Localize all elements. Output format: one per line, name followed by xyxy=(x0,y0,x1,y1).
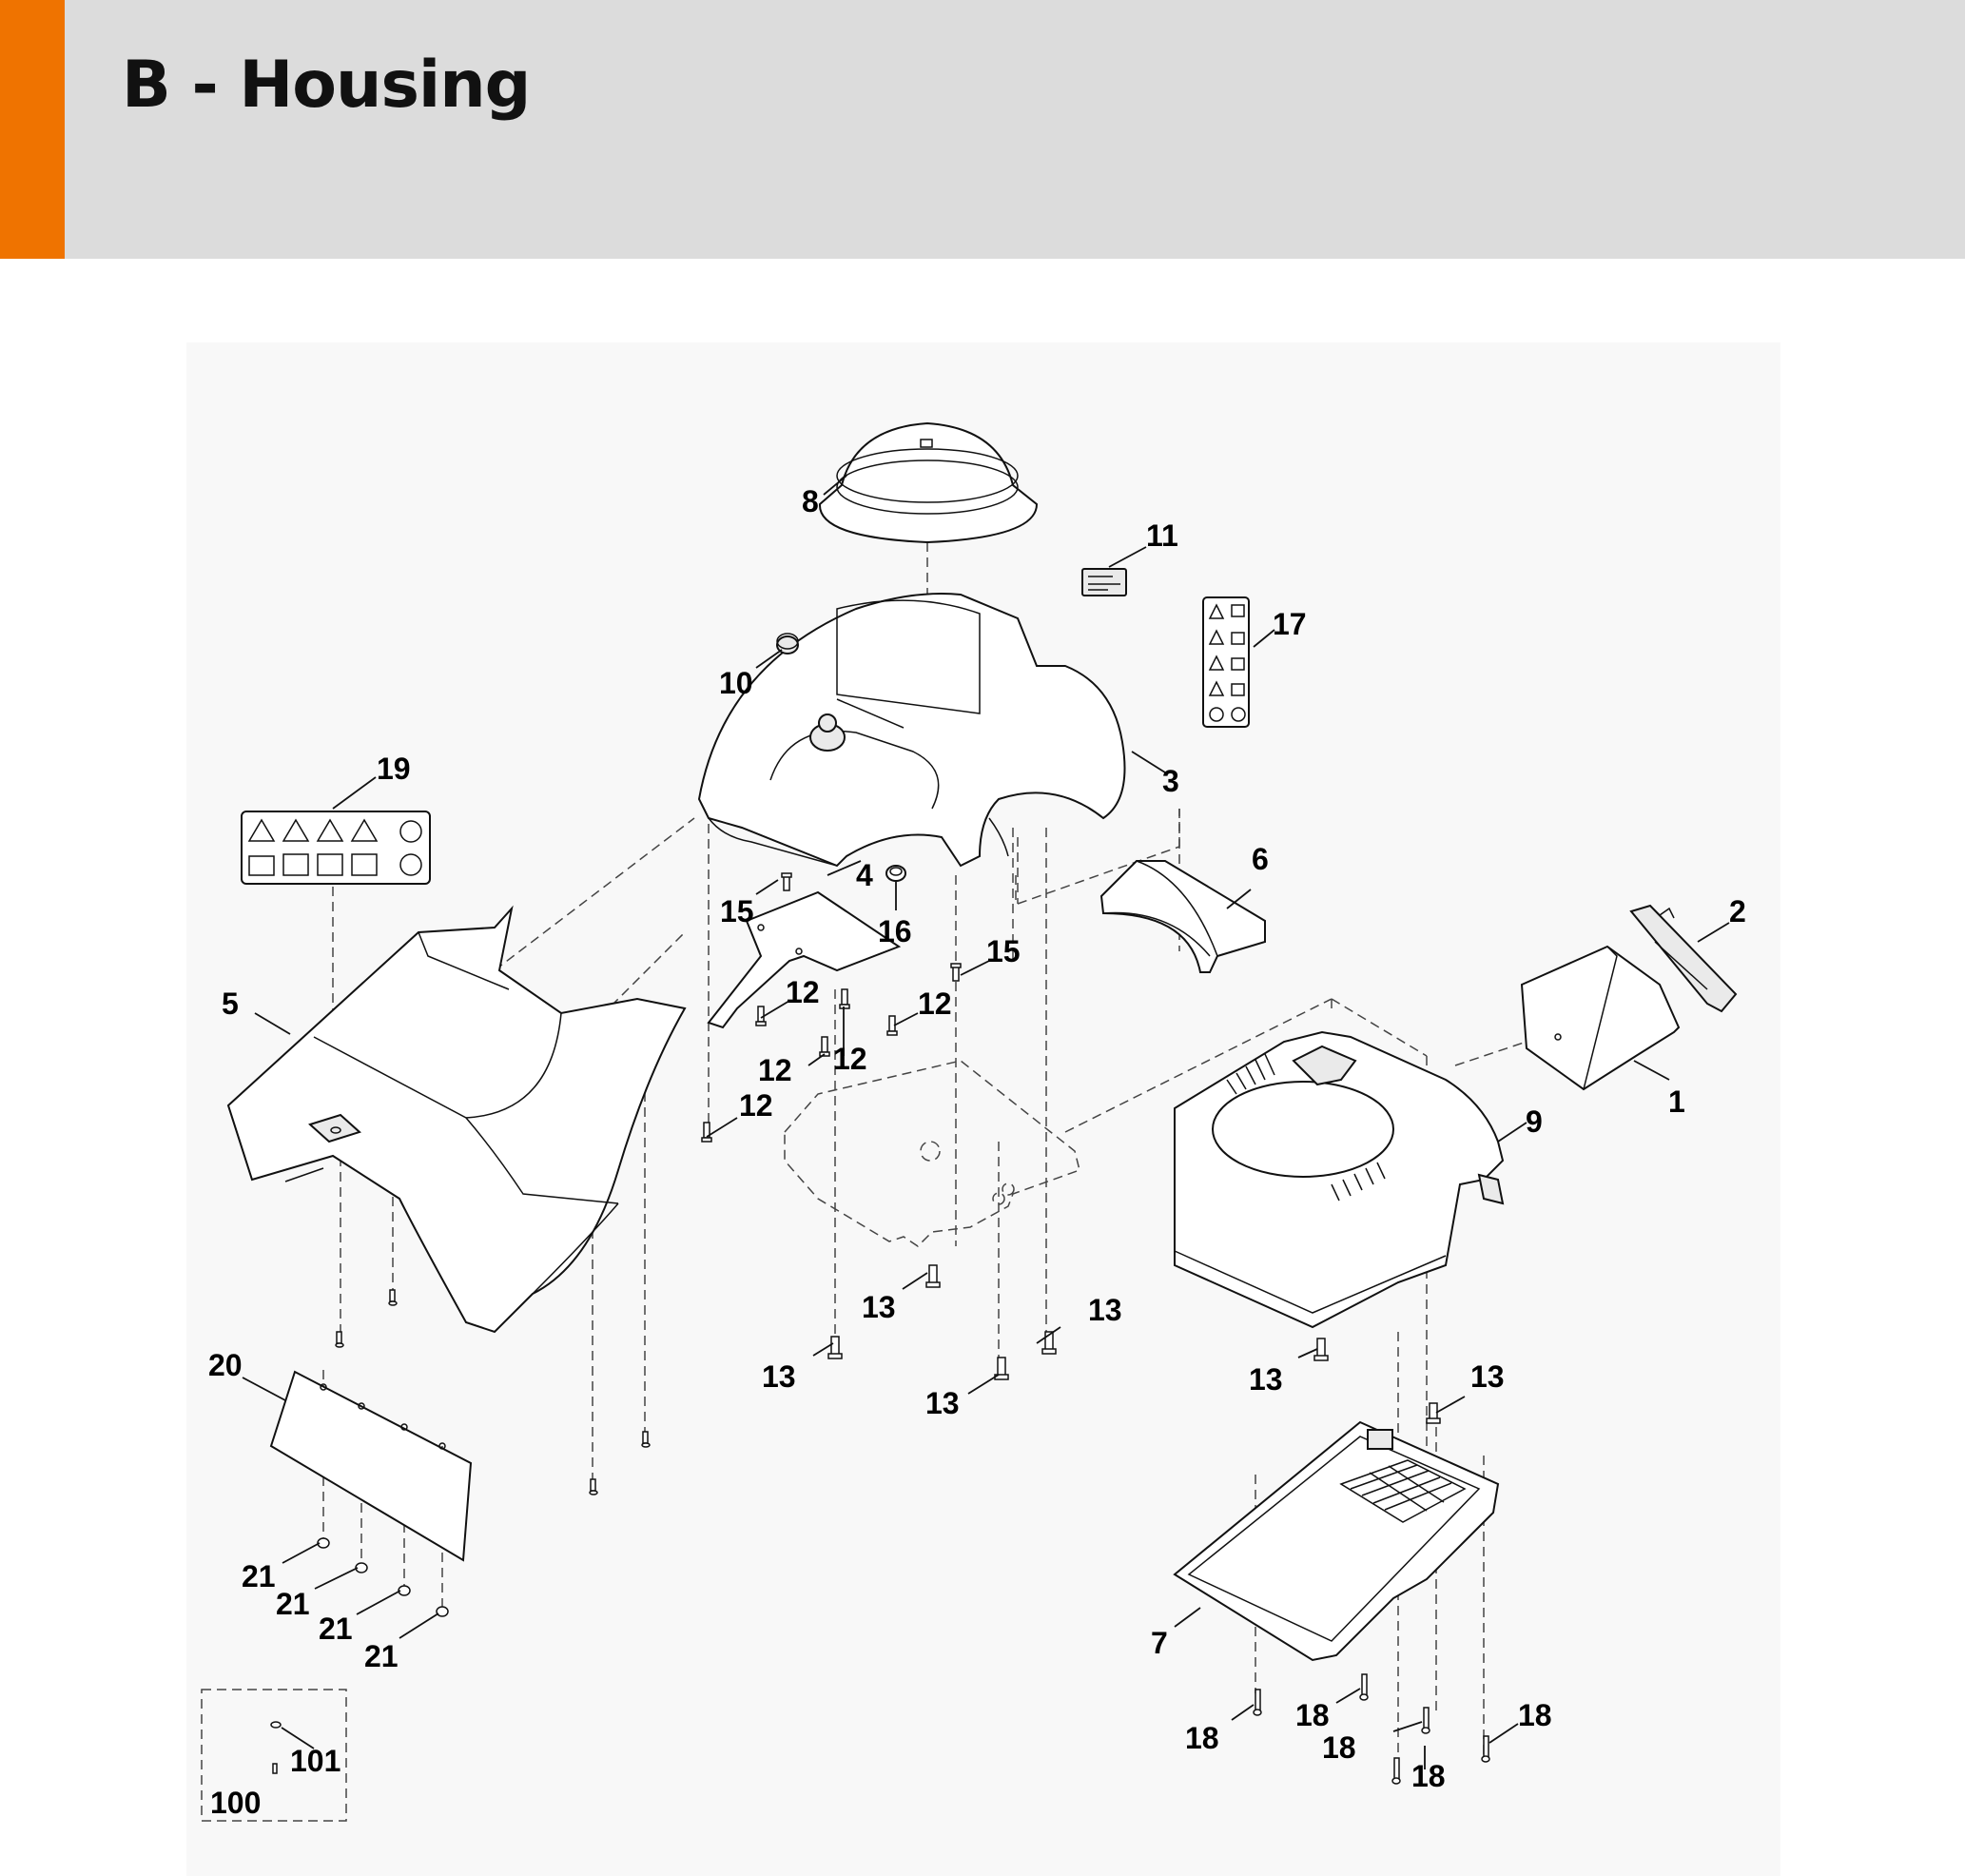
callout-13f: 13 xyxy=(1470,1359,1505,1394)
screw-5d xyxy=(589,1478,598,1495)
callout-7: 7 xyxy=(1151,1626,1168,1660)
callout-21a: 21 xyxy=(242,1559,276,1593)
callout-6: 6 xyxy=(1252,842,1269,876)
part-20-plate xyxy=(269,1370,473,1562)
callout-18a: 18 xyxy=(1185,1721,1219,1755)
fasteners xyxy=(272,872,1490,1785)
screw-12a xyxy=(755,1006,767,1026)
page-header: B - Housing xyxy=(0,0,1965,259)
callout-12c: 12 xyxy=(758,1053,792,1087)
callout-2: 2 xyxy=(1729,894,1746,928)
callout-13d: 13 xyxy=(925,1386,960,1420)
callout-15a: 15 xyxy=(720,894,754,928)
part-4-bracket xyxy=(707,890,902,1029)
orange-accent-bar xyxy=(0,0,65,259)
part-10-knob xyxy=(776,633,799,655)
screw-13e xyxy=(1313,1338,1329,1361)
callout-12b: 12 xyxy=(918,987,952,1021)
callout-5: 5 xyxy=(222,987,239,1021)
callout-12e: 12 xyxy=(739,1088,773,1123)
part-3-upper-housing xyxy=(697,593,1126,868)
callout-12d: 12 xyxy=(833,1042,867,1076)
callout-18c: 18 xyxy=(1322,1730,1356,1765)
part-9-chassis-housing xyxy=(1174,1030,1505,1329)
screw-12c xyxy=(886,1015,898,1036)
callout-4: 4 xyxy=(856,858,873,892)
screw-13b xyxy=(827,1336,843,1359)
callout-16: 16 xyxy=(878,914,912,948)
callout-3: 3 xyxy=(1162,764,1179,798)
page-title: B - Housing xyxy=(122,48,531,123)
callout-9: 9 xyxy=(1526,1104,1543,1139)
callout-18d: 18 xyxy=(1411,1759,1446,1793)
part-17-warning-label xyxy=(1202,596,1250,728)
callout-13e: 13 xyxy=(1249,1362,1283,1397)
part-1-side-cover xyxy=(1520,945,1681,1091)
inset-box-100-101 xyxy=(201,1689,347,1822)
callout-21d: 21 xyxy=(364,1639,399,1673)
callout-101: 101 xyxy=(290,1744,340,1778)
callout-12a: 12 xyxy=(786,975,820,1009)
part-11-label xyxy=(1081,568,1127,596)
screw-5a xyxy=(388,1289,398,1306)
callout-19: 19 xyxy=(377,752,411,786)
screw-13f xyxy=(1426,1402,1441,1424)
callout-21b: 21 xyxy=(276,1587,310,1621)
screw-5b xyxy=(335,1331,344,1348)
part-6-cover xyxy=(1099,860,1266,973)
screw-18a xyxy=(1253,1689,1262,1716)
callout-1: 1 xyxy=(1668,1085,1685,1119)
part-7-bottom-tray xyxy=(1173,1420,1500,1662)
screw-12b xyxy=(839,988,850,1009)
nut-21a xyxy=(317,1537,330,1549)
screw-15a xyxy=(781,872,792,891)
screw-18e xyxy=(1481,1735,1490,1763)
leader-lines xyxy=(242,475,1730,1769)
screw-13d xyxy=(1041,1331,1057,1355)
screw-5c xyxy=(641,1431,651,1448)
screw-18c xyxy=(1391,1757,1401,1785)
screw-15b xyxy=(950,963,962,982)
part-19-warning-label xyxy=(241,811,431,885)
callout-17: 17 xyxy=(1273,607,1307,641)
screw-12e xyxy=(701,1122,712,1143)
part-16-grommet xyxy=(885,865,906,882)
callout-8: 8 xyxy=(802,484,819,518)
part-8-cap xyxy=(818,421,1039,544)
callout-20: 20 xyxy=(208,1348,243,1382)
nut-21d xyxy=(436,1606,449,1617)
screw-12d xyxy=(819,1036,830,1057)
callout-13a: 13 xyxy=(862,1290,896,1324)
base-plate-outline xyxy=(784,1060,1080,1247)
callout-13b: 13 xyxy=(1088,1293,1122,1327)
callout-100: 100 xyxy=(210,1786,261,1820)
callout-10: 10 xyxy=(719,666,753,700)
part-2-flap xyxy=(1629,904,1738,1013)
nut-21c xyxy=(398,1585,411,1596)
screw-18d xyxy=(1421,1707,1430,1734)
callout-13c: 13 xyxy=(762,1359,796,1394)
callout-labels: 8 11 17 10 3 19 6 4 2 15 16 15 5 12 12 1… xyxy=(208,484,1746,1820)
screw-13a xyxy=(925,1264,941,1288)
callout-15b: 15 xyxy=(986,934,1021,968)
callout-18e: 18 xyxy=(1518,1698,1552,1732)
screw-18b xyxy=(1359,1673,1369,1701)
callout-18b: 18 xyxy=(1295,1698,1330,1732)
callout-11: 11 xyxy=(1146,518,1178,553)
screw-100 xyxy=(272,1763,278,1774)
callout-21c: 21 xyxy=(319,1612,353,1646)
part-5-front-cover xyxy=(226,905,687,1334)
